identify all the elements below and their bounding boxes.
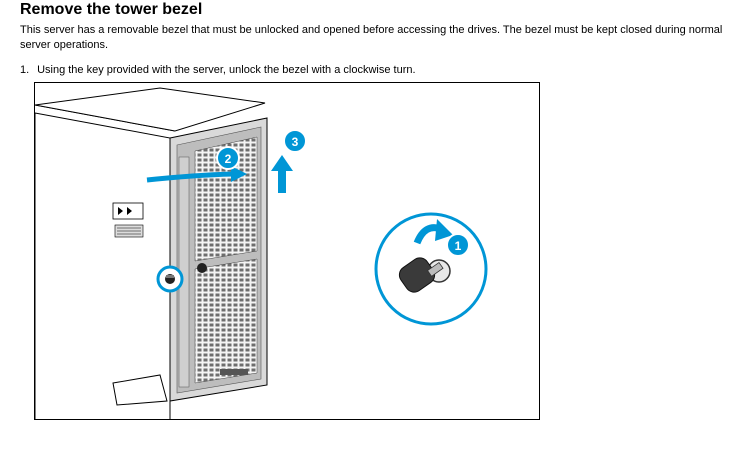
- hp-logo-icon: [197, 263, 207, 273]
- server-illustration: 2 3 1: [35, 87, 488, 419]
- tower-foot: [112, 374, 168, 406]
- svg-text:1: 1: [455, 239, 462, 253]
- svg-text:3: 3: [292, 135, 299, 149]
- page-title: Remove the tower bezel: [20, 1, 203, 18]
- key-icon: [398, 257, 444, 293]
- slide-arrow-icon: [146, 166, 247, 183]
- rotate-arrow-icon: [413, 219, 453, 245]
- callout-2: 2: [216, 146, 240, 170]
- model-badge: [220, 369, 248, 375]
- bezel-front: [169, 117, 268, 402]
- server-tower: [35, 87, 266, 419]
- intro-paragraph: This server has a removable bezel that m…: [20, 24, 723, 51]
- bezel-lock-icon: [156, 265, 184, 293]
- callout-3: 3: [283, 129, 307, 153]
- step-text: Using the key provided with the server, …: [37, 64, 416, 76]
- callout-1: 1: [446, 233, 470, 257]
- lift-arrow-icon: [271, 155, 293, 193]
- lock-detail-zoom: [374, 212, 488, 326]
- illustration-frame: 2 3 1: [34, 82, 540, 420]
- step-1: 1. Using the key provided with the serve…: [20, 63, 416, 77]
- svg-text:2: 2: [225, 152, 232, 166]
- step-number: 1.: [20, 64, 30, 76]
